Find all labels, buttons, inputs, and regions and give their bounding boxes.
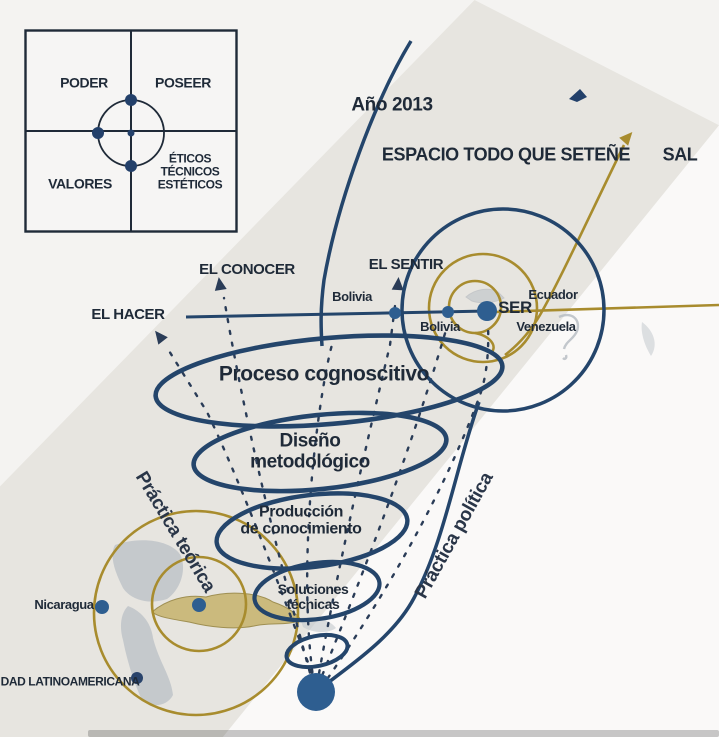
- spiral-level2-label: Diseño metodológico: [250, 431, 370, 472]
- gold-horizontal-line: [494, 303, 719, 314]
- blue-spiral-group: [153, 40, 606, 711]
- spiral-level3-label: Producción de conocimiento: [240, 503, 362, 539]
- map-hispaniola-ghost-right: [558, 313, 580, 360]
- axis-dot-ser: [477, 301, 497, 321]
- quadrant-label-eticos-block: ÉTICOS TÉCNICOS ESTÉTICOS: [157, 151, 223, 192]
- quadrant-dot-bottom: [125, 160, 137, 172]
- quadrant-dot-center: [127, 129, 135, 137]
- year-label: Año 2013: [351, 94, 433, 116]
- nicaragua-label: Nicaragua: [34, 596, 94, 612]
- sal-label: SAL: [662, 144, 698, 165]
- quadrant-label-eticos: ÉTICOS: [168, 151, 212, 166]
- el-sentir-label: EL SENTIR: [368, 255, 444, 273]
- dashed-arrowheads-group: [155, 277, 404, 345]
- left-inner-center-dot: [192, 598, 206, 612]
- ser-label: SER: [498, 297, 532, 317]
- dashed-line-sentir: [315, 296, 398, 687]
- blue-outer-descent-arc: [319, 40, 413, 347]
- venezuela-label: Venezuela: [516, 318, 576, 334]
- spiral-level1-label: Proceso cognoscitivo: [218, 362, 430, 386]
- gold-outer-circle-left: [92, 509, 300, 717]
- hacer-arrowhead: [155, 330, 168, 345]
- gold-inner-circle-left: [150, 555, 248, 653]
- el-hacer-label: EL HACER: [91, 305, 165, 323]
- map-central-america-silhouette: [112, 540, 184, 602]
- gold-spiral-group: [92, 132, 719, 717]
- map-cuba-ghost-top: [465, 288, 505, 304]
- spiral-level3-line2: de conocimiento: [240, 521, 362, 538]
- espacio-label: ESPACIO TODO QUE SETEÑE: [381, 144, 631, 165]
- quadrant-label-tecnicos: TÉCNICOS: [160, 164, 220, 179]
- dashed-line-bolivia-dot: [316, 328, 448, 688]
- dashed-line-hacer: [164, 344, 318, 686]
- left-map-dots-group: [95, 598, 206, 684]
- spiral-apex-filled-circle: [297, 673, 335, 711]
- hacer-axis-line: [185, 309, 489, 319]
- gold-arrowhead: [619, 132, 633, 146]
- axis-line-group: [185, 301, 497, 321]
- gold-outer-circle-right: [427, 252, 539, 364]
- quadrant-label-poseer: POSEER: [155, 74, 211, 91]
- ecuador-label: Ecuador: [528, 286, 578, 302]
- sentir-arrowhead: [391, 277, 404, 291]
- spiral-level2-line1: Diseño: [279, 430, 341, 452]
- dashed-line-center: [305, 336, 336, 686]
- quadrant-label-valores: VALORES: [48, 175, 112, 192]
- spiral-ellipse-5: [284, 632, 350, 670]
- axis-dot-2: [442, 306, 454, 318]
- spiral-level4-label: Soluciones técnicas: [277, 580, 349, 612]
- quadrant-dot-top: [125, 94, 137, 106]
- scan-bottom-edge: [88, 730, 719, 737]
- map-south-america-silhouette: [120, 606, 173, 706]
- spiral-level2-line2: metodológico: [250, 451, 370, 472]
- quadrant-label-poder: PODER: [60, 74, 108, 91]
- nicaragua-dot: [95, 600, 109, 614]
- map-island-navy-top: [569, 89, 587, 102]
- spiral-level4-line1: Soluciones: [277, 580, 349, 597]
- conocer-arrowhead: [214, 277, 227, 291]
- map-island-ghost-far-right: [641, 322, 655, 356]
- blue-right-descent-arc: [327, 401, 481, 684]
- gold-tail-to-arrow: [504, 144, 626, 357]
- spiral-level3-line1: Producción: [258, 503, 344, 521]
- quadrant-dot-left: [92, 127, 104, 139]
- bolivia-above-label: Bolivia: [332, 288, 372, 304]
- bolivia-below-label: Bolivia: [420, 318, 460, 334]
- comunidad-dot: [131, 672, 143, 684]
- spiral-ellipse-3: [214, 491, 410, 571]
- quadrant-diagram-group: [24, 29, 238, 233]
- spiral-ellipse-4: [252, 559, 382, 623]
- axis-dot-1: [389, 307, 401, 319]
- el-conocer-label: EL CONOCER: [199, 260, 295, 278]
- spiral-level4-line2: técnicas: [286, 596, 340, 612]
- blue-big-circle: [400, 207, 606, 413]
- spiral-ellipse-2: [191, 410, 449, 494]
- comunidad-latinoamericana-label: DAD LATINOAMERICANA: [0, 674, 140, 689]
- quadrant-label-esteticos: ESTÉTICOS: [157, 177, 223, 192]
- spiral-ellipse-1: [153, 333, 505, 429]
